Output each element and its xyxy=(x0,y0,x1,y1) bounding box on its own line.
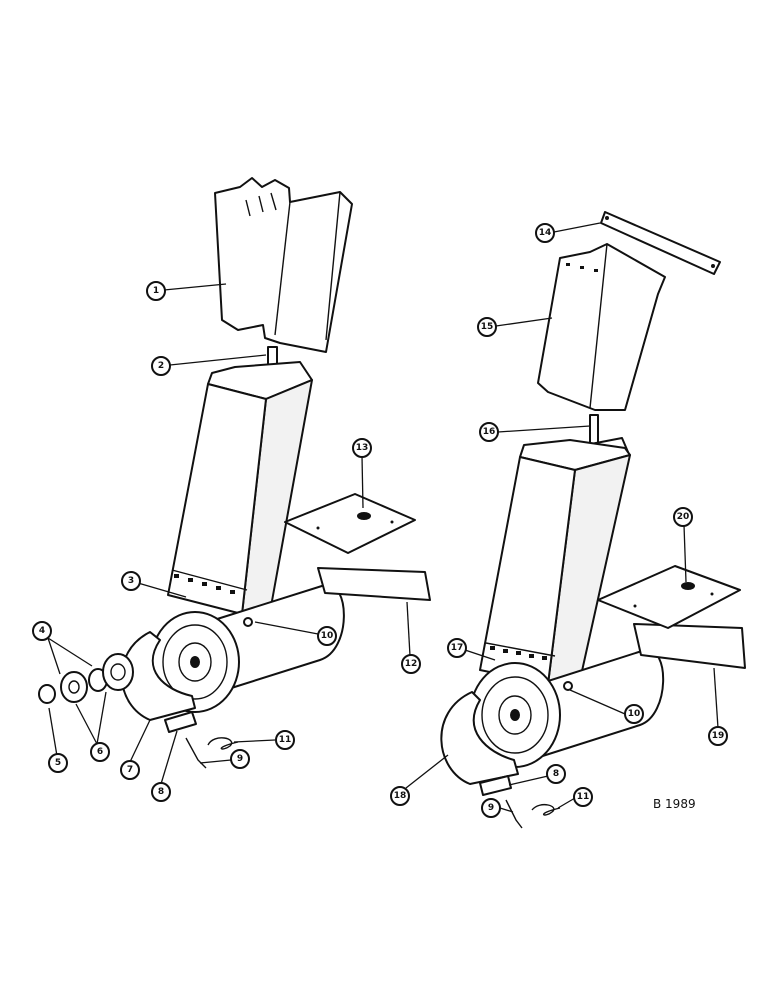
callout-14: 14 xyxy=(535,223,555,243)
svg-text:14: 14 xyxy=(539,228,552,238)
left-spout-housing xyxy=(150,583,345,713)
part-18-deflector xyxy=(440,691,519,785)
part-11-pin-right xyxy=(531,803,561,816)
svg-text:2: 2 xyxy=(158,361,164,371)
part-1-upper-chute xyxy=(214,177,353,353)
svg-text:13: 13 xyxy=(356,443,369,453)
svg-text:5: 5 xyxy=(55,758,61,768)
callout-13: 13 xyxy=(352,438,372,458)
callout-9-right: 9 xyxy=(481,798,501,818)
callout-19: 19 xyxy=(708,726,728,746)
svg-text:8: 8 xyxy=(553,769,559,779)
svg-text:9: 9 xyxy=(237,754,243,764)
callout-10-left: 10 xyxy=(317,626,337,646)
callout-11-right: 11 xyxy=(573,787,593,807)
callout-12: 12 xyxy=(401,654,421,674)
part-9-clip-left xyxy=(185,737,207,769)
svg-text:19: 19 xyxy=(712,731,725,741)
callout-3: 3 xyxy=(121,571,141,591)
svg-text:10: 10 xyxy=(321,631,334,641)
svg-text:8: 8 xyxy=(158,787,164,797)
callout-17: 17 xyxy=(447,638,467,658)
callout-2: 2 xyxy=(151,356,171,376)
leader-lines xyxy=(47,222,719,813)
svg-text:11: 11 xyxy=(577,792,590,802)
svg-text:15: 15 xyxy=(481,322,494,332)
callout-20: 20 xyxy=(673,507,693,527)
svg-text:17: 17 xyxy=(451,643,464,653)
svg-text:20: 20 xyxy=(677,512,690,522)
callout-16: 16 xyxy=(479,422,499,442)
part-12-bracket xyxy=(317,567,431,601)
part-17-main-chute xyxy=(479,439,631,685)
part-8-bracket-right xyxy=(479,775,512,796)
svg-text:3: 3 xyxy=(128,576,134,586)
part-14-strap xyxy=(600,211,721,275)
svg-text:11: 11 xyxy=(279,735,292,745)
drawing-code: B 1989 xyxy=(653,797,696,811)
svg-text:16: 16 xyxy=(483,427,496,437)
part-15-upper-chute xyxy=(537,243,666,411)
svg-text:18: 18 xyxy=(394,791,407,801)
callout-7: 7 xyxy=(120,760,140,780)
svg-text:12: 12 xyxy=(405,659,418,669)
part-10-pin-left xyxy=(243,617,253,627)
callout-5: 5 xyxy=(48,753,68,773)
chute-slots-right xyxy=(490,646,547,660)
part-13-plate xyxy=(284,493,416,554)
svg-text:4: 4 xyxy=(39,626,45,636)
parts-4-5-6-bearing xyxy=(38,653,134,704)
svg-text:1: 1 xyxy=(153,286,159,296)
part-3-main-chute xyxy=(167,361,313,615)
svg-text:6: 6 xyxy=(97,747,103,757)
callout-8-right: 8 xyxy=(546,764,566,784)
part-20-plate xyxy=(597,565,741,629)
part-8-bracket-left xyxy=(164,711,197,733)
callout-11-left: 11 xyxy=(275,730,295,750)
left-assembly xyxy=(38,177,431,769)
part-11-pin-left xyxy=(207,737,239,750)
callout-15: 15 xyxy=(477,317,497,337)
part-19-bracket xyxy=(633,623,746,669)
callout-1: 1 xyxy=(146,281,166,301)
callout-18: 18 xyxy=(390,786,410,806)
callout-8-left: 8 xyxy=(151,782,171,802)
callout-6: 6 xyxy=(90,742,110,762)
svg-text:7: 7 xyxy=(127,765,133,775)
svg-text:10: 10 xyxy=(628,709,641,719)
part-10-pin-right xyxy=(563,681,573,691)
callout-9-left: 9 xyxy=(230,749,250,769)
right-assembly xyxy=(440,211,746,829)
part-9-clip-right xyxy=(505,799,523,829)
chute-slots xyxy=(174,574,235,594)
callout-4: 4 xyxy=(32,621,52,641)
svg-text:9: 9 xyxy=(488,803,494,813)
callout-10-right: 10 xyxy=(624,704,644,724)
